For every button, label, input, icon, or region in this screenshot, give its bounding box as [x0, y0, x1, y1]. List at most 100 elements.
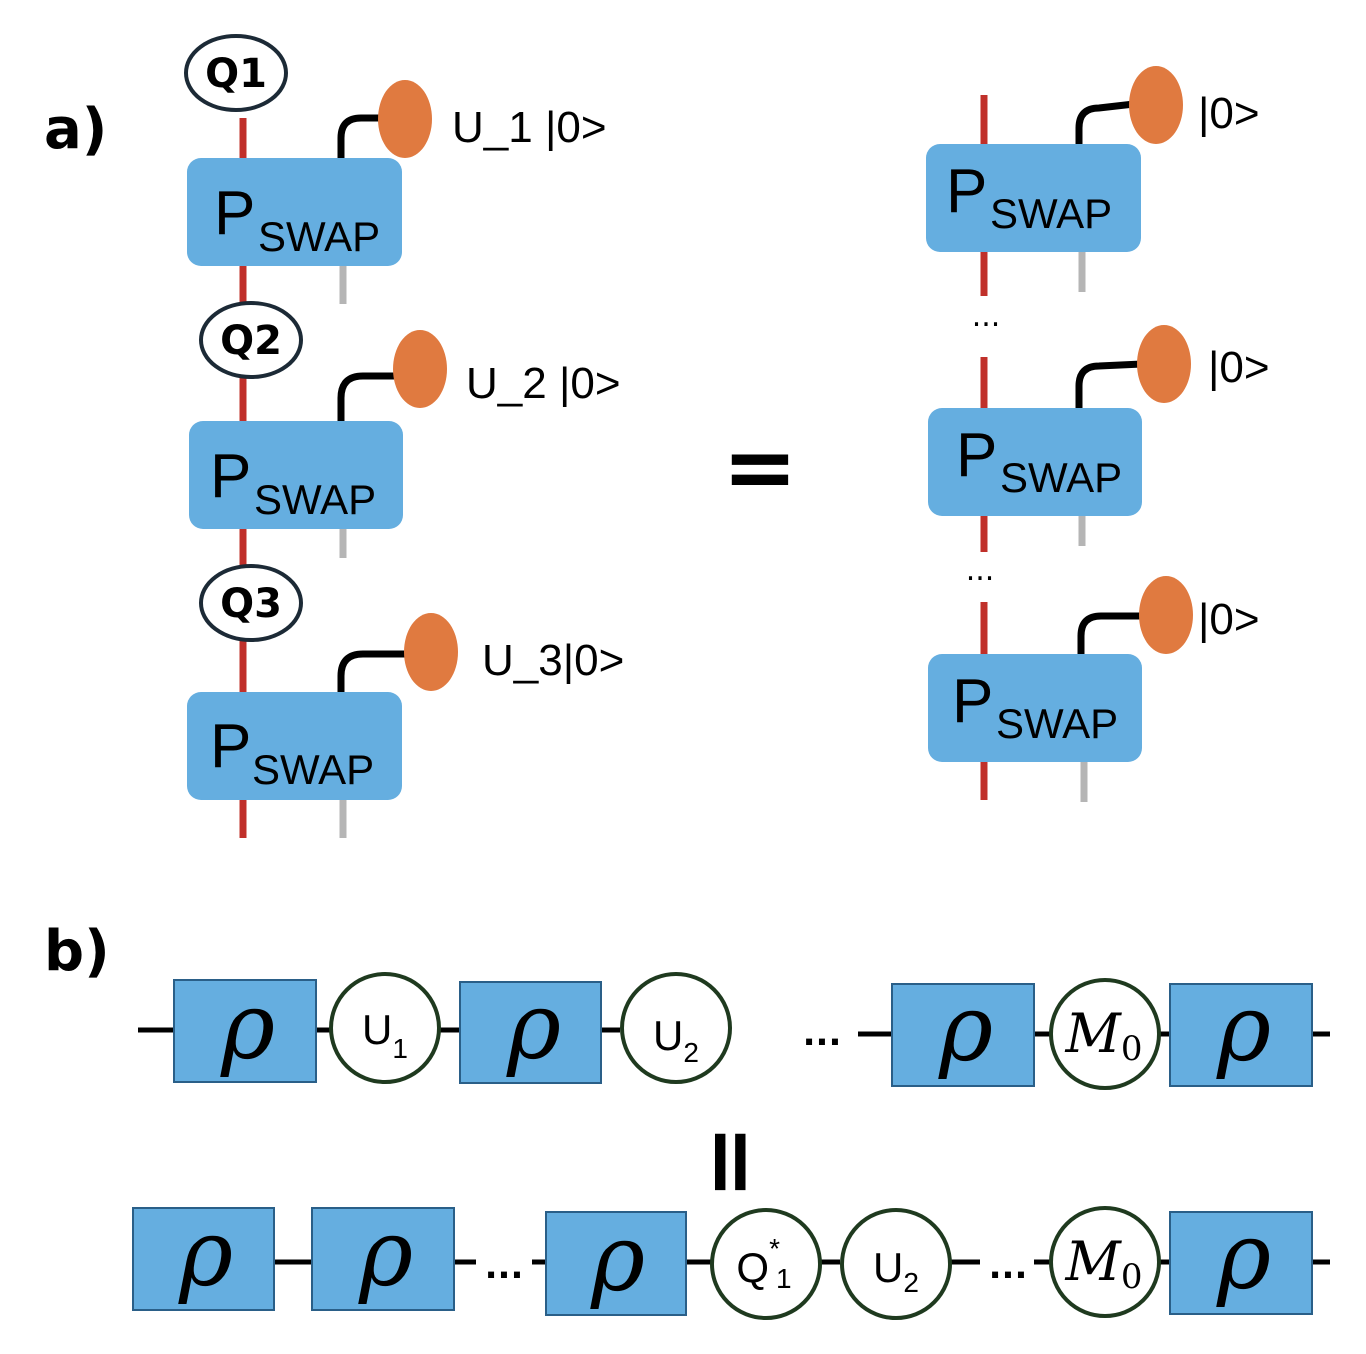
rho-label: ρ: [220, 973, 275, 1080]
connector-wire: [337, 650, 410, 694]
vertical-ellipsis: ...: [972, 299, 1001, 334]
connector-wire: [337, 114, 384, 160]
op-sub: 2: [683, 1037, 699, 1068]
right-block-3: P SWAP |0>: [928, 576, 1260, 802]
pswap-tensor: [187, 692, 402, 800]
pswap-sub: SWAP: [254, 476, 376, 523]
op-main: M: [1065, 1002, 1123, 1065]
op-label-m0-row2: M0: [1065, 1230, 1143, 1297]
operator-circle: [1049, 978, 1161, 1090]
q-label: Q3: [220, 581, 282, 627]
op-main: M: [1065, 1230, 1123, 1293]
right-chain: ... ... P SWAP |0> P SWAP |0>: [926, 66, 1270, 802]
op-label-q1-conj: Q*1: [736, 1233, 791, 1294]
operator-circle: [329, 972, 441, 1084]
right-block-1: P SWAP |0>: [926, 66, 1260, 292]
operator-circle: [840, 1208, 952, 1320]
pswap-main: P: [210, 712, 251, 781]
pswap-tensor: [187, 158, 402, 266]
state-blob: [1139, 576, 1193, 654]
op-label-u2: U2: [653, 1012, 699, 1068]
pswap-main: P: [952, 667, 993, 736]
ket-label: U_2 |0>: [466, 359, 621, 408]
rho-tensor: [1169, 983, 1313, 1087]
horizontal-ellipsis: ...: [989, 1247, 1028, 1287]
panel-label-a: a): [44, 97, 107, 162]
connector-wire: [1077, 612, 1144, 656]
rho-label: ρ: [1216, 975, 1271, 1082]
rho-tensor: [173, 979, 317, 1083]
op-label-m0: M0: [1065, 1002, 1143, 1069]
rho-label: ρ: [506, 973, 561, 1080]
rho-tensor: [132, 1207, 275, 1311]
q-circle: [184, 34, 288, 112]
panel-label-b: b): [44, 919, 110, 984]
op-main: U: [362, 1006, 392, 1053]
rho-label: ρ: [590, 1205, 645, 1312]
rho-label: ρ: [178, 1200, 233, 1307]
equals-sign-a: =: [722, 415, 797, 520]
operator-circle: [710, 1208, 822, 1320]
op-sup: *: [769, 1233, 780, 1264]
pswap-tensor: [928, 408, 1142, 516]
vertical-ellipsis: ...: [966, 553, 995, 588]
op-sub: 1: [776, 1263, 792, 1294]
left-block-2: P SWAP Q2 U_2 |0>: [189, 301, 621, 558]
pswap-sub: SWAP: [258, 213, 380, 260]
rho-label: ρ: [938, 975, 993, 1082]
left-block-1: P SWAP Q1 U_1 |0>: [184, 34, 607, 304]
q-label: Q1: [205, 51, 267, 97]
operator-circle: [620, 972, 732, 1084]
left-chain: P SWAP Q1 U_1 |0> P SWAP Q2 U_2 |0> P SW…: [184, 34, 624, 838]
ket-label: U_1 |0>: [452, 103, 607, 152]
connector-wire: [1075, 360, 1143, 410]
pswap-sub: SWAP: [990, 190, 1112, 237]
pswap-sub: SWAP: [252, 746, 374, 793]
operator-circle: [1049, 1206, 1161, 1318]
rho-tensor: [311, 1207, 455, 1311]
op-sub: 0: [1121, 1257, 1143, 1297]
ket-label: |0>: [1198, 89, 1260, 138]
row-1: ρ U1 ρ U2 ... ρ M0 ρ: [138, 972, 1330, 1090]
ket-label: U_3|0>: [482, 636, 624, 685]
rho-tensor: [545, 1211, 687, 1316]
pswap-main: P: [214, 179, 255, 248]
right-block-2: P SWAP |0>: [928, 325, 1270, 546]
rho-label: ρ: [358, 1200, 413, 1307]
horizontal-ellipsis: ...: [803, 1014, 842, 1054]
op-main: U: [653, 1012, 683, 1059]
pswap-tensor: [926, 144, 1141, 252]
connector-wire: [1075, 100, 1135, 146]
row-2: ρ ρ ... ρ Q*1 U2 ... M0 ρ: [132, 1200, 1330, 1320]
rho-tensor: [1169, 1211, 1313, 1315]
ket-label: |0>: [1198, 595, 1260, 644]
pswap-main: P: [946, 157, 987, 226]
op-sub: 1: [392, 1033, 408, 1064]
pswap-sub: SWAP: [996, 700, 1118, 747]
op-label-u1: U1: [362, 1006, 408, 1064]
op-main: U: [873, 1244, 903, 1291]
state-blob: [404, 613, 458, 691]
pswap-main: P: [210, 442, 251, 511]
state-blob: [1137, 325, 1191, 403]
rho-tensor: [459, 981, 602, 1084]
pswap-main: P: [956, 421, 997, 490]
op-sub: 0: [1121, 1029, 1143, 1069]
state-blob: [1129, 66, 1183, 144]
pswap-tensor: [928, 654, 1142, 762]
equals-sign-b: =: [680, 1124, 785, 1199]
op-main: Q: [736, 1244, 769, 1291]
q-label: Q2: [220, 318, 282, 364]
q-circle: [199, 301, 303, 379]
horizontal-ellipsis: ...: [485, 1247, 524, 1287]
pswap-tensor: [189, 421, 403, 529]
q-circle: [199, 564, 303, 642]
pswap-sub: SWAP: [1000, 454, 1122, 501]
left-block-3: P SWAP Q3 U_3|0>: [187, 564, 624, 838]
rho-tensor: [891, 983, 1035, 1087]
state-blob: [378, 80, 432, 158]
state-blob: [393, 330, 447, 408]
connector-wire: [337, 372, 398, 424]
op-label-u2-row2: U2: [873, 1244, 919, 1298]
